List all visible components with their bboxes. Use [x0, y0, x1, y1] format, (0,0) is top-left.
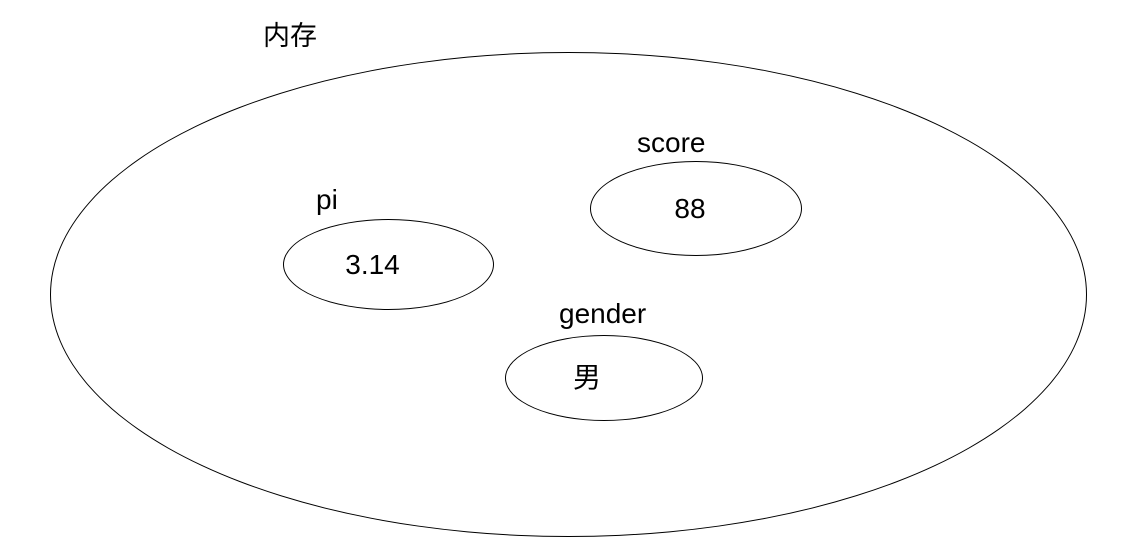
variable-name-gender: gender	[559, 298, 647, 329]
variable-value-score: 88	[674, 192, 706, 224]
variable-name-score: score	[637, 127, 706, 158]
memory-container-ellipse	[50, 52, 1087, 537]
variable-ellipse-gender: 男	[505, 335, 703, 421]
variable-value-gender: 男	[572, 362, 601, 393]
variable-ellipse-pi: 3.14	[283, 219, 494, 310]
variable-ellipse-score: 88	[590, 161, 802, 256]
variable-name-pi: pi	[316, 184, 338, 215]
memory-container-label: 内存	[263, 21, 317, 51]
variable-value-pi: 3.14	[345, 248, 400, 280]
